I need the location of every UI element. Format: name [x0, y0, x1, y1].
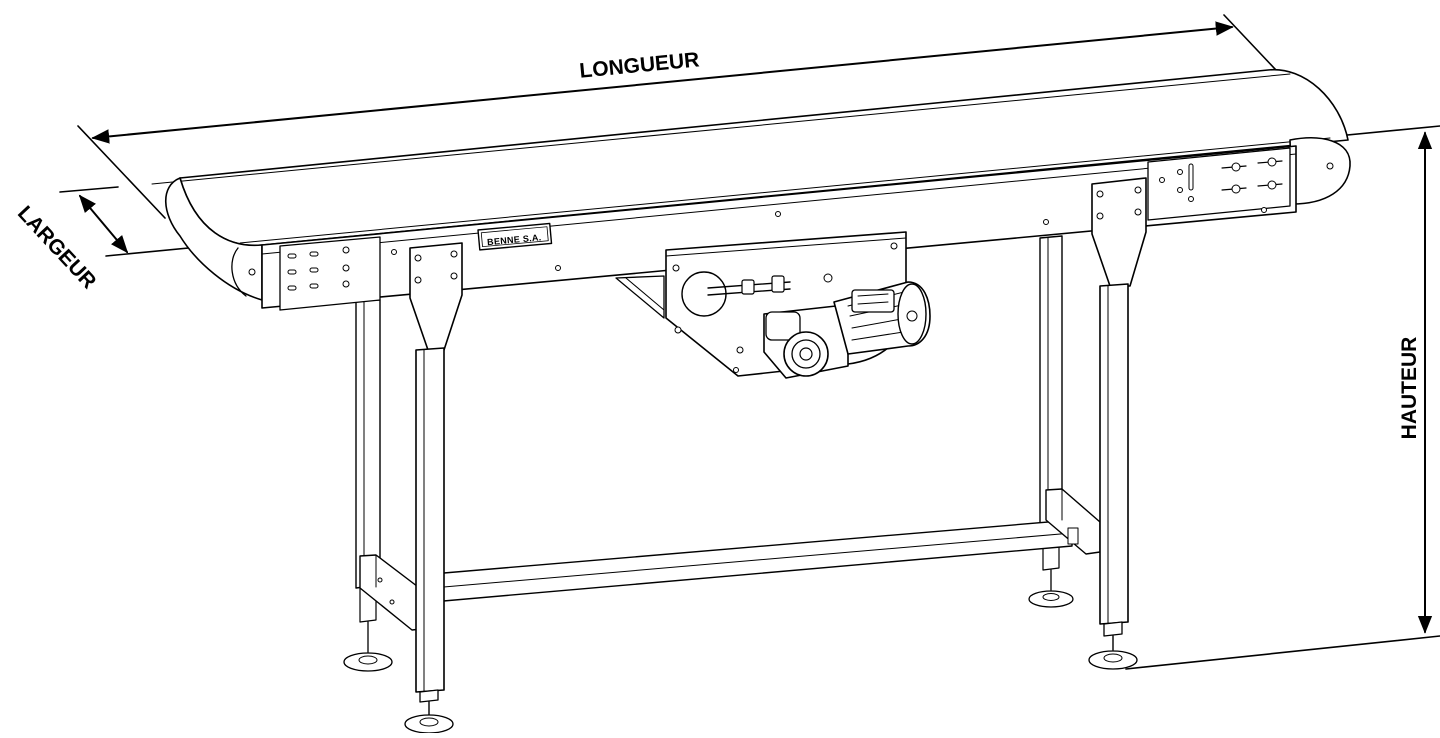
largeur-extension-top [59, 186, 119, 193]
back-leg-left [343, 299, 393, 672]
front-leg-left [404, 242, 463, 734]
hauteur-label: HAUTEUR [1398, 337, 1421, 440]
dimension-hauteur: HAUTEUR [1125, 125, 1440, 670]
conveyor-bed [151, 68, 1351, 311]
largeur-arrow [78, 194, 129, 254]
brand-plate: BENNE S.A. [477, 222, 553, 251]
extension-line-left [77, 125, 166, 219]
longueur-arrow [91, 21, 1234, 144]
tension-bolts [1221, 157, 1283, 194]
hauteur-extension-bottom [1125, 635, 1440, 670]
longueur-label: LONGUEUR [578, 48, 700, 82]
drive-unit [615, 231, 931, 379]
back-leg-right [1028, 235, 1074, 608]
lower-frame [359, 488, 1101, 631]
brand-plate-text: BENNE S.A. [487, 232, 542, 247]
largeur-label: LARGEUR [13, 202, 101, 294]
front-leg-right [1088, 177, 1147, 670]
